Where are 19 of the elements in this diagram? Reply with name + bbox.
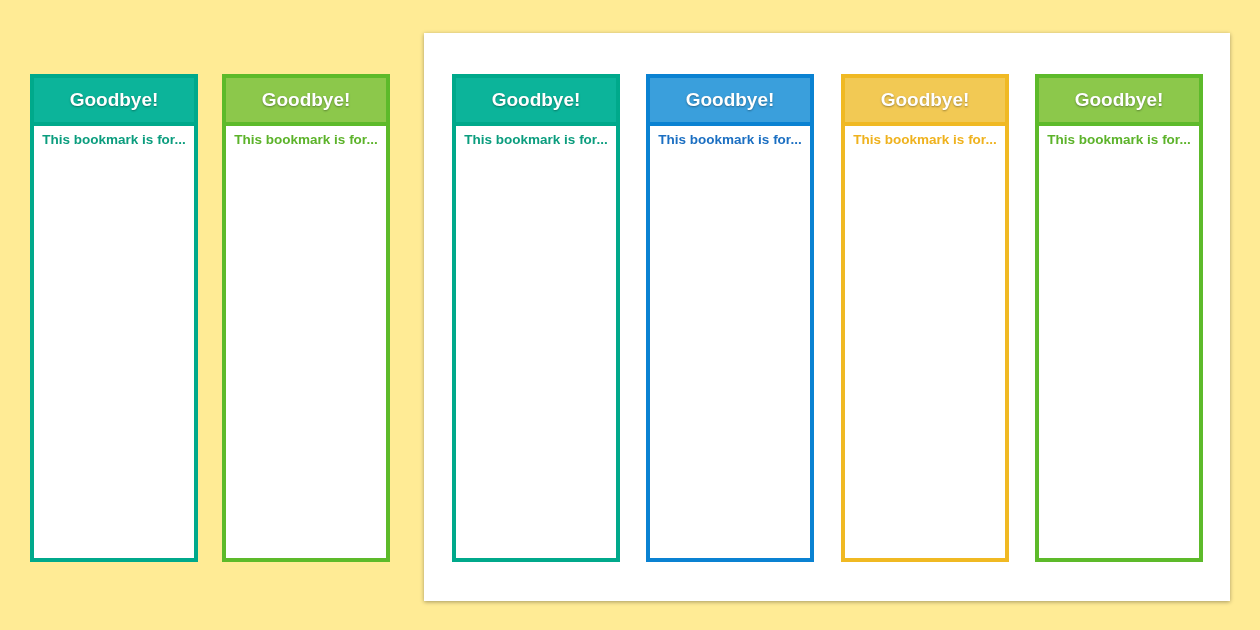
bookmark-prompt: This bookmark is for... [234,132,378,147]
bookmark-title: Goodbye! [226,78,386,126]
paper-sheet [424,33,1230,601]
bookmark-prompt: This bookmark is for... [658,132,802,147]
bookmark-title: Goodbye! [34,78,194,126]
bookmark-card [1035,74,1203,562]
bookmark-prompt: This bookmark is for... [1047,132,1191,147]
bookmark-card [30,74,198,562]
bookmark-title: Goodbye! [456,78,616,126]
bookmark-title: Goodbye! [1039,78,1199,126]
bookmark-prompt: This bookmark is for... [42,132,186,147]
bookmark-card [646,74,814,562]
bookmark-prompt: This bookmark is for... [464,132,608,147]
bookmark-card [841,74,1009,562]
bookmark-card [452,74,620,562]
bookmark-title: Goodbye! [845,78,1005,126]
bookmark-prompt: This bookmark is for... [853,132,997,147]
bookmark-card [222,74,390,562]
bookmark-title: Goodbye! [650,78,810,126]
